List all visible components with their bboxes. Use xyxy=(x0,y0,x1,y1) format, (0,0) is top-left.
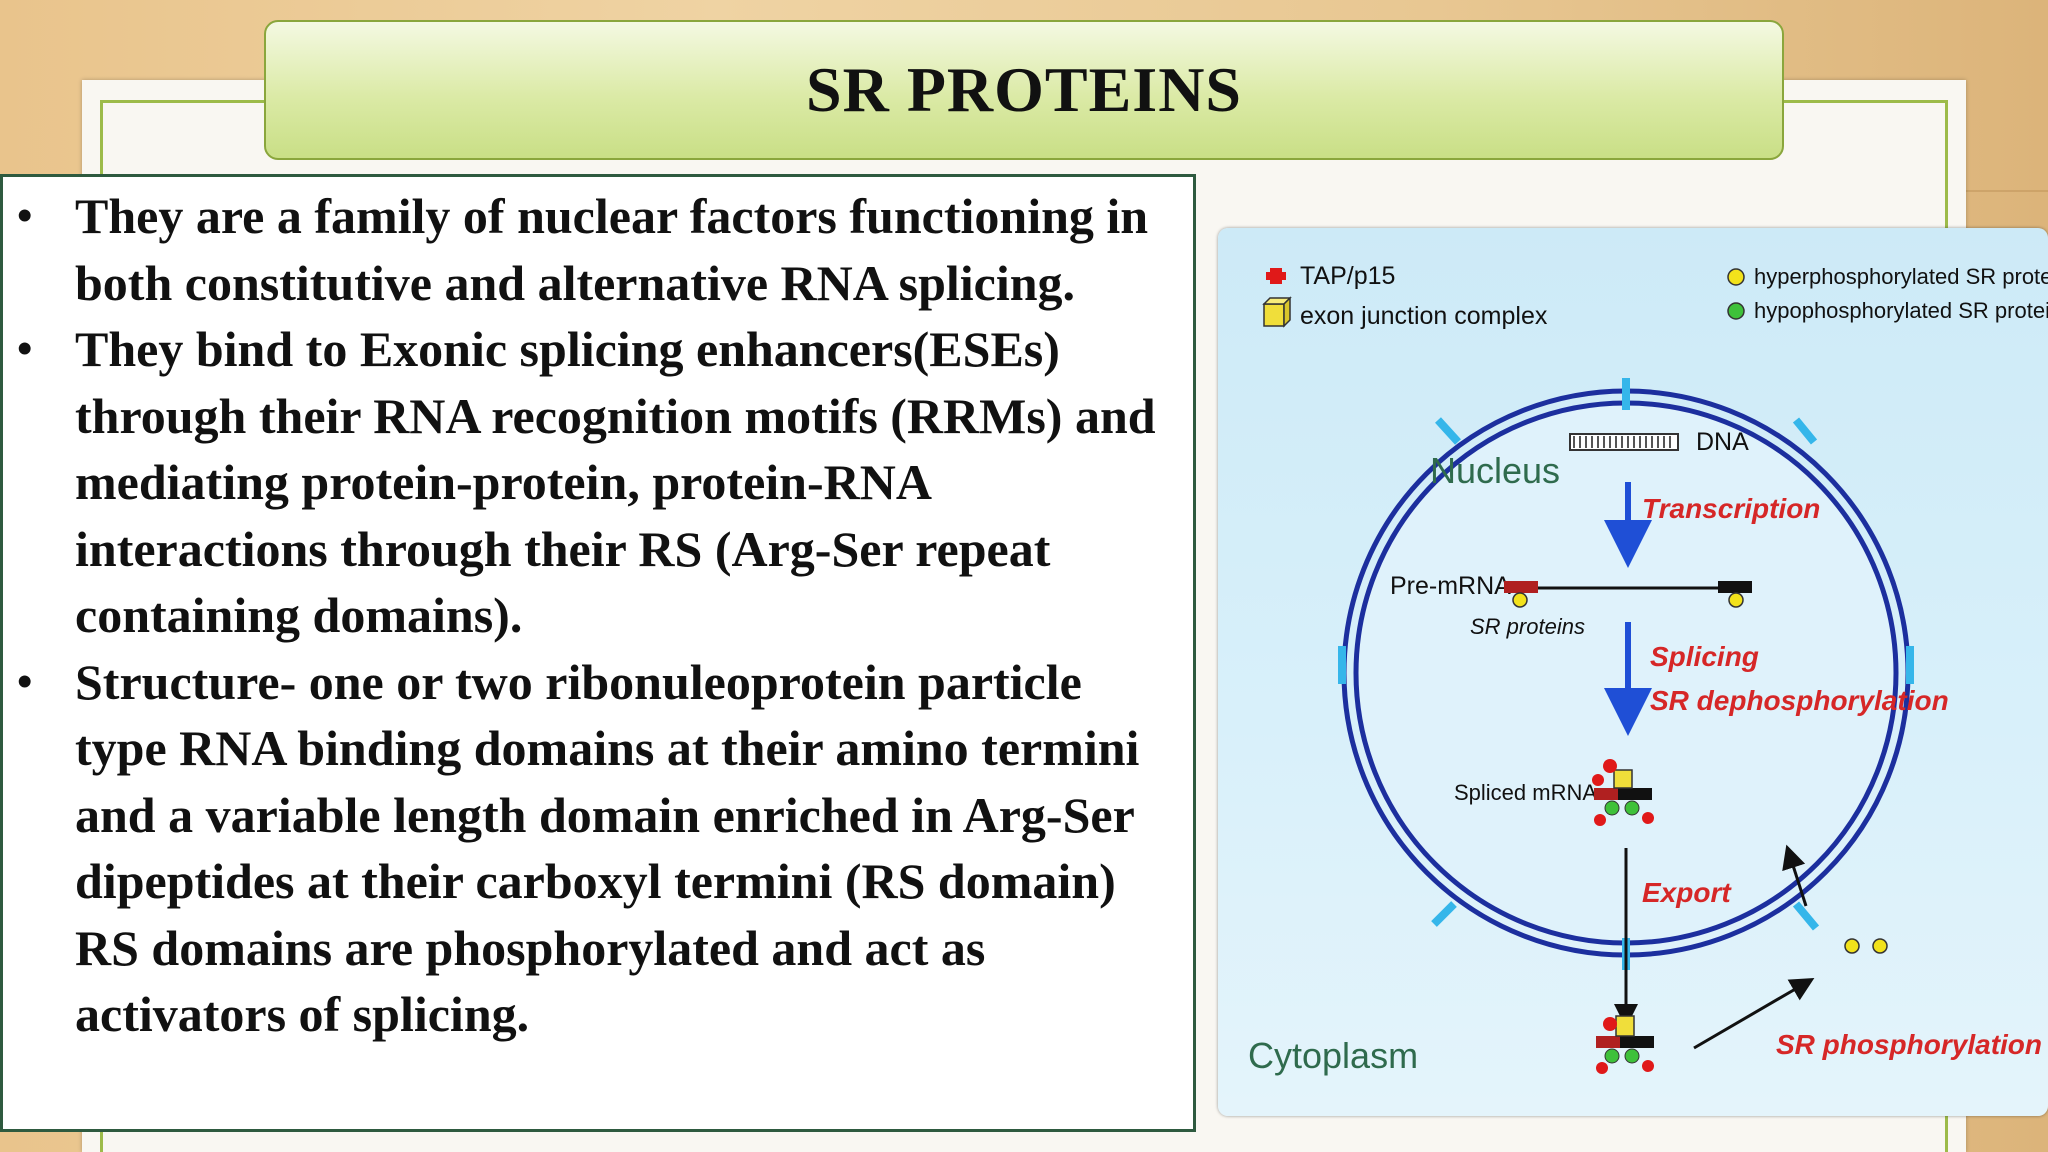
cytoplasm-mrna-complex-icon xyxy=(1596,1015,1654,1074)
transcription-label: Transcription xyxy=(1642,493,1820,524)
sr-proteins-label: SR proteins xyxy=(1470,614,1585,639)
dna-icon xyxy=(1569,433,1679,451)
sr-phosphorylation-arrow xyxy=(1693,977,1815,1050)
free-sr-protein-dot-icon xyxy=(1872,938,1888,954)
bullet-item: • Structure- one or two ribonuleoprotein … xyxy=(3,649,1193,1048)
sr-protein-dot-icon xyxy=(1512,592,1528,608)
bullet-text-box: • They are a family of nuclear factors fu… xyxy=(0,174,1196,1132)
sr-protein-cycle-figure: TAP/p15 exon junction complex hyperphosp… xyxy=(1218,228,2048,1116)
legend-hyper-label: hyperphosphorylated SR proteins xyxy=(1754,264,2048,289)
bullet-text: Structure- one or two ribonuleoprotein p… xyxy=(75,653,1140,1043)
title-banner: SR PROTEINS xyxy=(264,20,1784,160)
sr-phosphorylation-label: SR phosphorylation xyxy=(1776,1029,2042,1060)
bullet-text: They are a family of nuclear factors fun… xyxy=(75,188,1149,311)
spliced-mrna-complex-icon xyxy=(1592,759,1654,826)
hypo-sr-dot-icon xyxy=(1727,302,1745,320)
cytoplasm-label: Cytoplasm xyxy=(1248,1035,1418,1076)
legend-hypo-label: hypophosphorylated SR proteins xyxy=(1754,298,2048,323)
bullet-item: • They are a family of nuclear factors fu… xyxy=(3,183,1193,316)
reimport-arrow xyxy=(1782,844,1808,907)
free-sr-protein-dot-icon xyxy=(1844,938,1860,954)
bullet-list: • They are a family of nuclear factors fu… xyxy=(3,177,1193,1048)
tap-p15-icon xyxy=(1266,268,1286,284)
legend-ejc-label: exon junction complex xyxy=(1300,302,1548,330)
nucleus-label: Nucleus xyxy=(1430,450,1560,491)
hyper-sr-dot-icon xyxy=(1727,268,1745,286)
bullet-marker: • xyxy=(17,656,33,706)
dna-label: DNA xyxy=(1696,428,1749,456)
exon-left xyxy=(1504,581,1538,593)
exon-junction-complex-icon xyxy=(1262,296,1292,328)
bullet-text: They bind to Exonic splicing enhancers(E… xyxy=(75,321,1156,643)
figure-diagram: TAP/p15 exon junction complex hyperphosp… xyxy=(1248,262,2048,1076)
sr-dephosphorylation-label: SR dephosphorylation xyxy=(1650,685,1949,716)
bullet-marker: • xyxy=(17,191,33,240)
export-label: Export xyxy=(1642,877,1732,908)
pre-mrna-label: Pre-mRNA xyxy=(1390,572,1511,600)
splicing-label: Splicing xyxy=(1650,641,1759,672)
slide-title: SR PROTEINS xyxy=(806,54,1242,125)
bullet-marker: • xyxy=(17,324,33,373)
legend-tap-label: TAP/p15 xyxy=(1300,262,1395,290)
sr-protein-dot-icon xyxy=(1728,592,1744,608)
exon-right xyxy=(1718,581,1752,593)
spliced-mrna-label: Spliced mRNA xyxy=(1454,780,1597,805)
bullet-item: • They bind to Exonic splicing enhancers(… xyxy=(3,316,1193,649)
